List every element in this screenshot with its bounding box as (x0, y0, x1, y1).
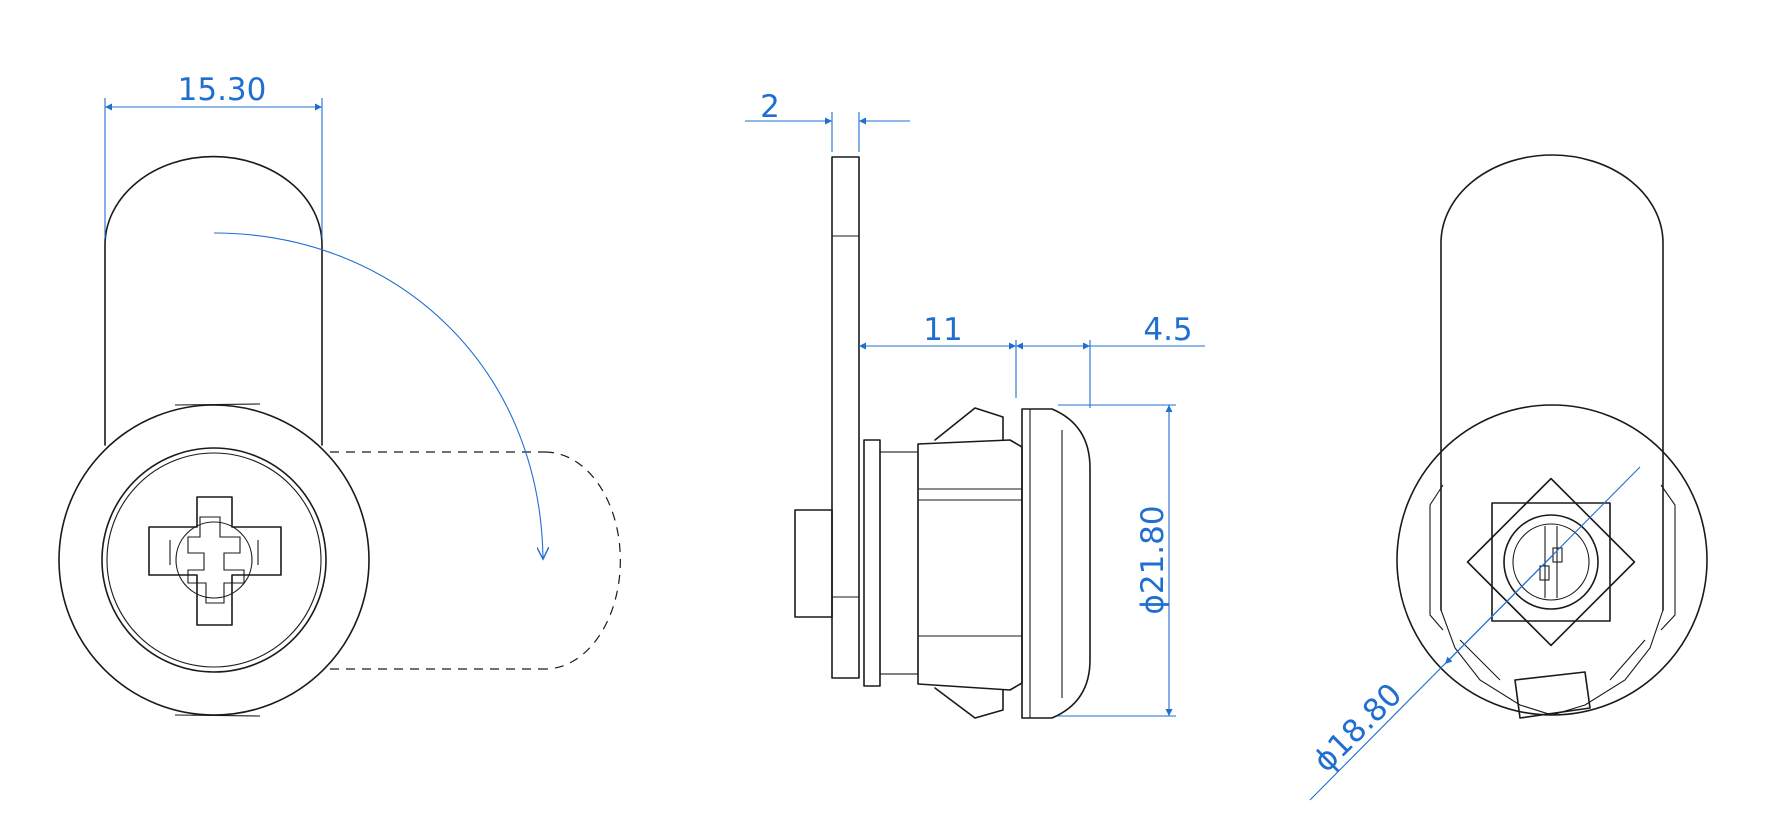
rotation-arrow (213, 232, 543, 558)
rear-cam-arm (1440, 154, 1664, 611)
spring-tab-bottom (934, 687, 1004, 719)
dim-bezel-diameter-label: ϕ21.80 (1135, 505, 1171, 614)
dim-plate-thickness-label: 2 (760, 89, 780, 125)
lock-body (917, 439, 1023, 691)
front-bezel-lip (106, 452, 322, 668)
dim-plate-thickness: 2 (745, 89, 910, 152)
dim-front-width-label: 15.30 (178, 72, 267, 108)
cam-plate (831, 156, 860, 679)
side-view: 2 11 4.5 ϕ21.80 (745, 89, 1205, 719)
cam-arm-outline (104, 155, 323, 446)
front-bottom-tab (174, 714, 261, 717)
front-view: 15.30 (58, 72, 621, 717)
dim-bezel-depth: 4.5 (1016, 312, 1205, 408)
nut (879, 451, 919, 675)
dim-body-length-label: 11 (923, 312, 962, 348)
rear-spring-tabs (1429, 484, 1676, 719)
washer (863, 439, 881, 687)
bezel (1021, 408, 1091, 719)
diameter-symbol: ϕ (1135, 594, 1171, 614)
rear-view: ϕ18.80 (1307, 154, 1708, 801)
dim-thread-diameter: ϕ18.80 (1307, 466, 1641, 801)
dim-thread-diameter-label: ϕ18.80 (1307, 677, 1410, 780)
rear-key-head (1466, 477, 1636, 647)
key-plug (148, 496, 282, 626)
dim-bezel-depth-label: 4.5 (1143, 312, 1192, 348)
rear-thread-circle (1396, 404, 1708, 716)
dim-bezel-diameter: ϕ21.80 (1058, 404, 1176, 717)
dim-front-width: 15.30 (104, 72, 323, 238)
spring-tab-top (934, 407, 1004, 441)
front-bezel-inner (101, 447, 327, 673)
screw-head (794, 509, 833, 618)
dim-body-length: 11 (859, 312, 1017, 398)
rotated-cam-hidden-outline (330, 451, 621, 670)
front-top-tab (174, 403, 261, 406)
front-bezel-outer (58, 404, 370, 716)
